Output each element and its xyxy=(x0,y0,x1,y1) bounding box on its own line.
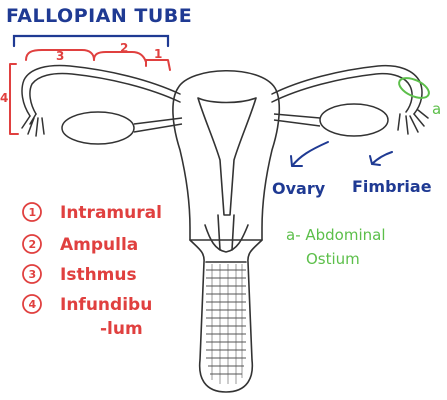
bracket-numbers: 3 2 1 4 xyxy=(0,41,162,105)
bracket-number-1: 1 xyxy=(154,47,162,61)
legend-item-3: 3 Isthmus xyxy=(22,264,137,285)
right-fallopian-tube xyxy=(271,64,429,135)
abdominal-ostium-marker xyxy=(398,77,430,99)
legend: 1 Intramural 2 Ampulla 3 Isthmus 4 Infun… xyxy=(22,202,162,339)
ovary-arrow xyxy=(291,141,329,167)
fimbriae-arrow xyxy=(371,151,393,165)
abdominal-label-line2: Ostium xyxy=(306,250,360,268)
green-marker-label: a xyxy=(432,100,441,118)
legend-text: Infundibu xyxy=(60,295,152,315)
left-fimbriae xyxy=(21,113,45,137)
legend-text: Isthmus xyxy=(60,265,137,285)
cervix xyxy=(204,224,249,253)
vaginal-rugae xyxy=(206,264,246,384)
legend-text: Intramural xyxy=(60,203,162,223)
red-brackets xyxy=(9,49,171,135)
legend-item-4: 4 Infundibu -lum xyxy=(22,294,152,339)
legend-number: 3 xyxy=(29,268,37,281)
page-title: FALLOPIAN TUBE xyxy=(6,5,192,27)
legend-number: 2 xyxy=(29,238,37,251)
right-ovary-group xyxy=(273,103,389,137)
uterus-outline xyxy=(172,69,281,241)
left-ovary xyxy=(61,111,135,145)
legend-item-2: 2 Ampulla xyxy=(22,234,138,255)
bracket-number-2: 2 xyxy=(120,41,128,55)
legend-text-continued: -lum xyxy=(100,319,143,339)
cervical-canal xyxy=(217,214,235,251)
legend-number: 1 xyxy=(29,206,37,219)
bracket-number-3: 3 xyxy=(56,49,64,63)
left-ovary-group xyxy=(61,111,183,145)
abdominal-label-line1: a- Abdominal xyxy=(286,226,386,244)
legend-text: Ampulla xyxy=(60,235,138,255)
bracket-ampulla xyxy=(93,51,147,63)
title-bracket xyxy=(12,34,170,48)
bracket-intramural xyxy=(145,59,171,71)
left-fallopian-tube xyxy=(21,64,181,137)
vagina-outline xyxy=(189,239,263,393)
legend-number: 4 xyxy=(29,298,37,311)
fimbriae-label: Fimbriae xyxy=(352,177,432,196)
right-ovarian-ligament xyxy=(273,113,321,119)
ovary-label: Ovary xyxy=(272,179,326,198)
right-fimbriae xyxy=(397,109,429,135)
legend-item-1: 1 Intramural xyxy=(22,202,162,223)
blue-arrows xyxy=(290,141,393,167)
bracket-isthmus xyxy=(25,49,95,61)
left-ovarian-ligament xyxy=(133,117,183,125)
bracket-infundibulum xyxy=(9,63,19,135)
anatomy-outline xyxy=(172,69,281,393)
right-ovary xyxy=(319,103,389,137)
bracket-number-4: 4 xyxy=(0,91,8,105)
uterine-cavity xyxy=(197,97,257,216)
